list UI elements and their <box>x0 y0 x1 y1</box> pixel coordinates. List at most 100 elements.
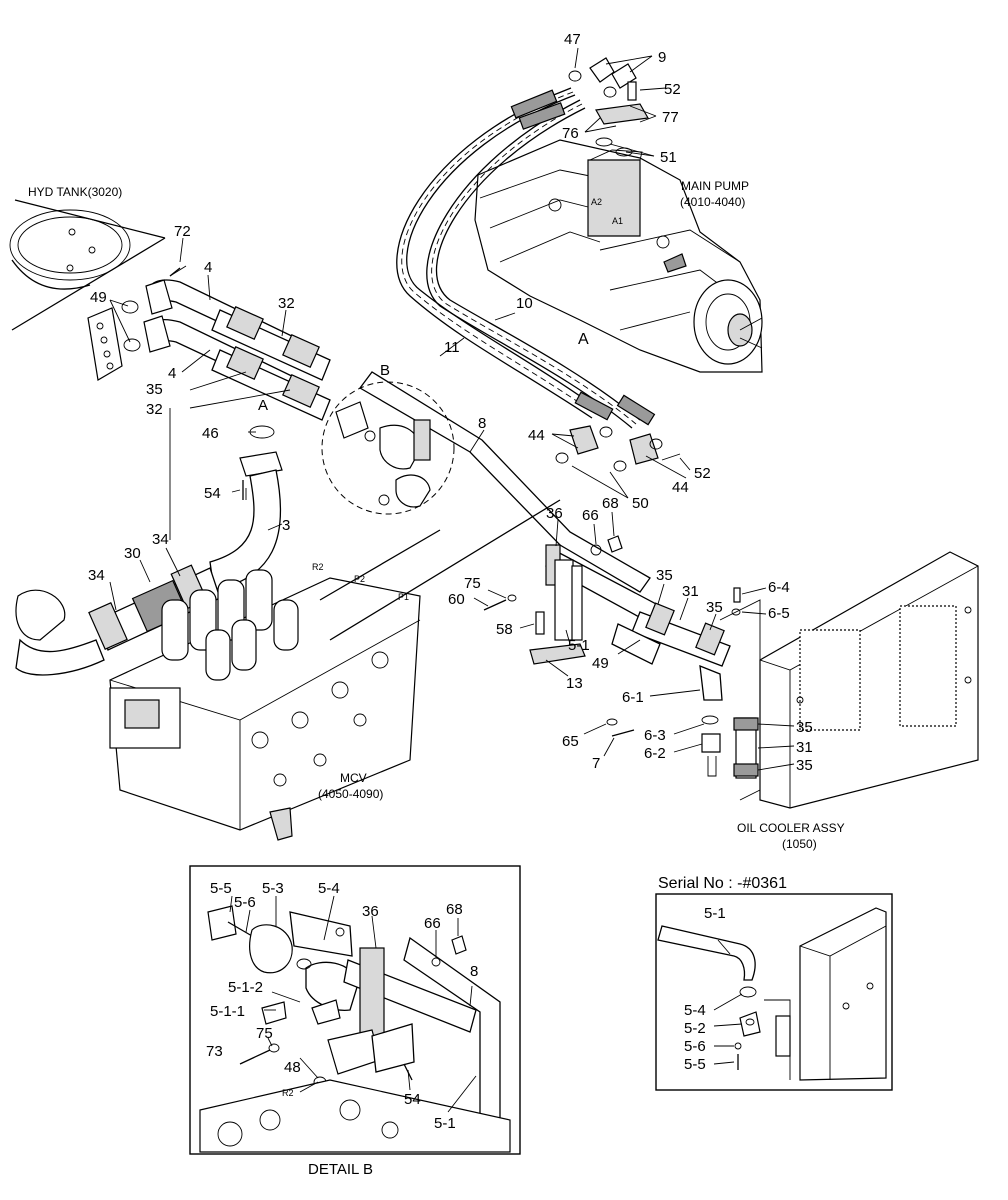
callout-77: 77 <box>662 109 679 126</box>
port-p1-label: P1 <box>398 592 409 602</box>
callout-32: 32 <box>278 295 295 312</box>
detail-callout-68: 68 <box>446 901 463 918</box>
callout-7: 7 <box>592 755 600 772</box>
detail-port-r2-label: R2 <box>282 1088 294 1098</box>
detail-callout-48: 48 <box>284 1059 301 1076</box>
callout-10: 10 <box>516 295 533 312</box>
cooler-inlet-pipe <box>611 587 741 777</box>
detail-callout-66: 66 <box>424 915 441 932</box>
pump-outlet-flanges <box>555 425 681 472</box>
detail-callout-5-1-2: 5-1-2 <box>228 979 263 996</box>
callout-6-1: 6-1 <box>622 689 644 706</box>
serial-callout-5-6: 5-6 <box>684 1038 706 1055</box>
callout-44: 44 <box>672 479 689 496</box>
port-p2-label: P2 <box>354 574 365 584</box>
mcv-p1-line <box>329 499 561 641</box>
detail-b-box: R2 5-5 5-6 5-3 5-4 36 66 68 5-1-2 5-1-1 … <box>189 865 521 1178</box>
serial-callout-5-5: 5-5 <box>684 1056 706 1073</box>
port-a1-label: A1 <box>612 216 623 226</box>
small-hardware <box>169 267 635 737</box>
callout-35: 35 <box>656 567 673 584</box>
callout-76: 76 <box>562 125 579 142</box>
detail-callout-5-6: 5-6 <box>234 894 256 911</box>
mcv-label-line2: (4050-4090) <box>318 787 383 801</box>
suction-elbow-3: A <box>209 397 283 591</box>
callout-4: 4 <box>168 365 176 382</box>
callout-6-2: 6-2 <box>644 745 666 762</box>
callout-66: 66 <box>582 507 599 524</box>
detail-b-title: DETAIL B <box>308 1161 373 1178</box>
detail-callout-36: 36 <box>362 903 379 920</box>
serial-inset: Serial No : -#0361 5-1 5-4 5-2 5-6 5-5 <box>655 875 893 1091</box>
mcv-label-line1: MCV <box>340 771 367 785</box>
callout-49: 49 <box>90 289 107 306</box>
callout-44: 44 <box>528 427 545 444</box>
mcv-r2-line <box>319 529 441 601</box>
callout-5-1: 5-1 <box>568 637 590 654</box>
main-pump-label-line2: (4010-4040) <box>680 195 745 209</box>
callout-35: 35 <box>146 381 163 398</box>
callout-6-3: 6-3 <box>644 727 666 744</box>
detail-b-region: B <box>321 362 455 515</box>
callout-47: 47 <box>564 31 581 48</box>
leader-lines <box>109 47 795 771</box>
detail-callout-5-1-1: 5-1-1 <box>210 1003 245 1020</box>
marker-b: B <box>380 362 390 379</box>
callout-9: 9 <box>658 49 666 66</box>
callout-60: 60 <box>448 591 465 608</box>
marker-a-pump: A <box>578 331 589 348</box>
callout-68: 68 <box>602 495 619 512</box>
serial-callout-5-2: 5-2 <box>684 1020 706 1037</box>
marker-a-suction: A <box>258 397 268 414</box>
serial-callout-5-4: 5-4 <box>684 1002 706 1019</box>
oil-cooler: OIL COOLER ASSY (1050) <box>719 551 979 851</box>
detail-callout-54: 54 <box>404 1091 421 1108</box>
suction-hose-30 <box>15 564 221 676</box>
callout-54: 54 <box>204 485 221 502</box>
callout-6-5: 6-5 <box>768 605 790 622</box>
callout-32: 32 <box>146 401 163 418</box>
serial-callout-5-1: 5-1 <box>704 905 726 922</box>
port-r2-label: R2 <box>312 562 324 572</box>
serial-inset-title: Serial No : -#0361 <box>658 875 787 892</box>
callout-11: 11 <box>444 339 460 356</box>
hyd-tank-label: HYD TANK(3020) <box>28 185 122 199</box>
callout-75: 75 <box>464 575 481 592</box>
callout-34: 34 <box>88 567 105 584</box>
callout-51: 51 <box>660 149 677 166</box>
detail-callout-73: 73 <box>206 1043 223 1060</box>
callout-8: 8 <box>478 415 486 432</box>
callout-65: 65 <box>562 733 579 750</box>
callout-34: 34 <box>152 531 169 548</box>
callout-35: 35 <box>796 757 813 774</box>
pressure-hoses <box>396 87 656 429</box>
oil-cooler-label-line1: OIL COOLER ASSY <box>737 821 845 835</box>
port-a2-label: A2 <box>591 197 602 207</box>
callout-52: 52 <box>664 81 681 98</box>
callout-58: 58 <box>496 621 513 638</box>
callout-35: 35 <box>796 719 813 736</box>
return-pipe-8 <box>359 371 661 665</box>
callout-30: 30 <box>124 545 141 562</box>
suction-pipes <box>121 265 331 421</box>
oil-cooler-label-line2: (1050) <box>782 837 817 851</box>
callout-49: 49 <box>592 655 609 672</box>
callout-46: 46 <box>202 425 219 442</box>
callout-6-4: 6-4 <box>768 579 790 596</box>
callout-35: 35 <box>706 599 723 616</box>
callout-31: 31 <box>796 739 813 756</box>
callout-4: 4 <box>204 259 212 276</box>
detail-callout-75: 75 <box>256 1025 273 1042</box>
hyd-tank: HYD TANK(3020) <box>9 185 166 331</box>
callout-72: 72 <box>174 223 191 240</box>
main-pump: A2 A1 MAIN PUMP (4010-4040) <box>474 139 763 373</box>
detail-callout-8: 8 <box>470 963 478 980</box>
callout-50: 50 <box>632 495 649 512</box>
callout-36: 36 <box>546 505 563 522</box>
pump-fittings <box>568 57 649 157</box>
callout-52: 52 <box>694 465 711 482</box>
tank-flange-plate <box>87 307 123 381</box>
detail-callout-5-1: 5-1 <box>434 1115 456 1132</box>
detail-callout-5-5: 5-5 <box>210 880 232 897</box>
